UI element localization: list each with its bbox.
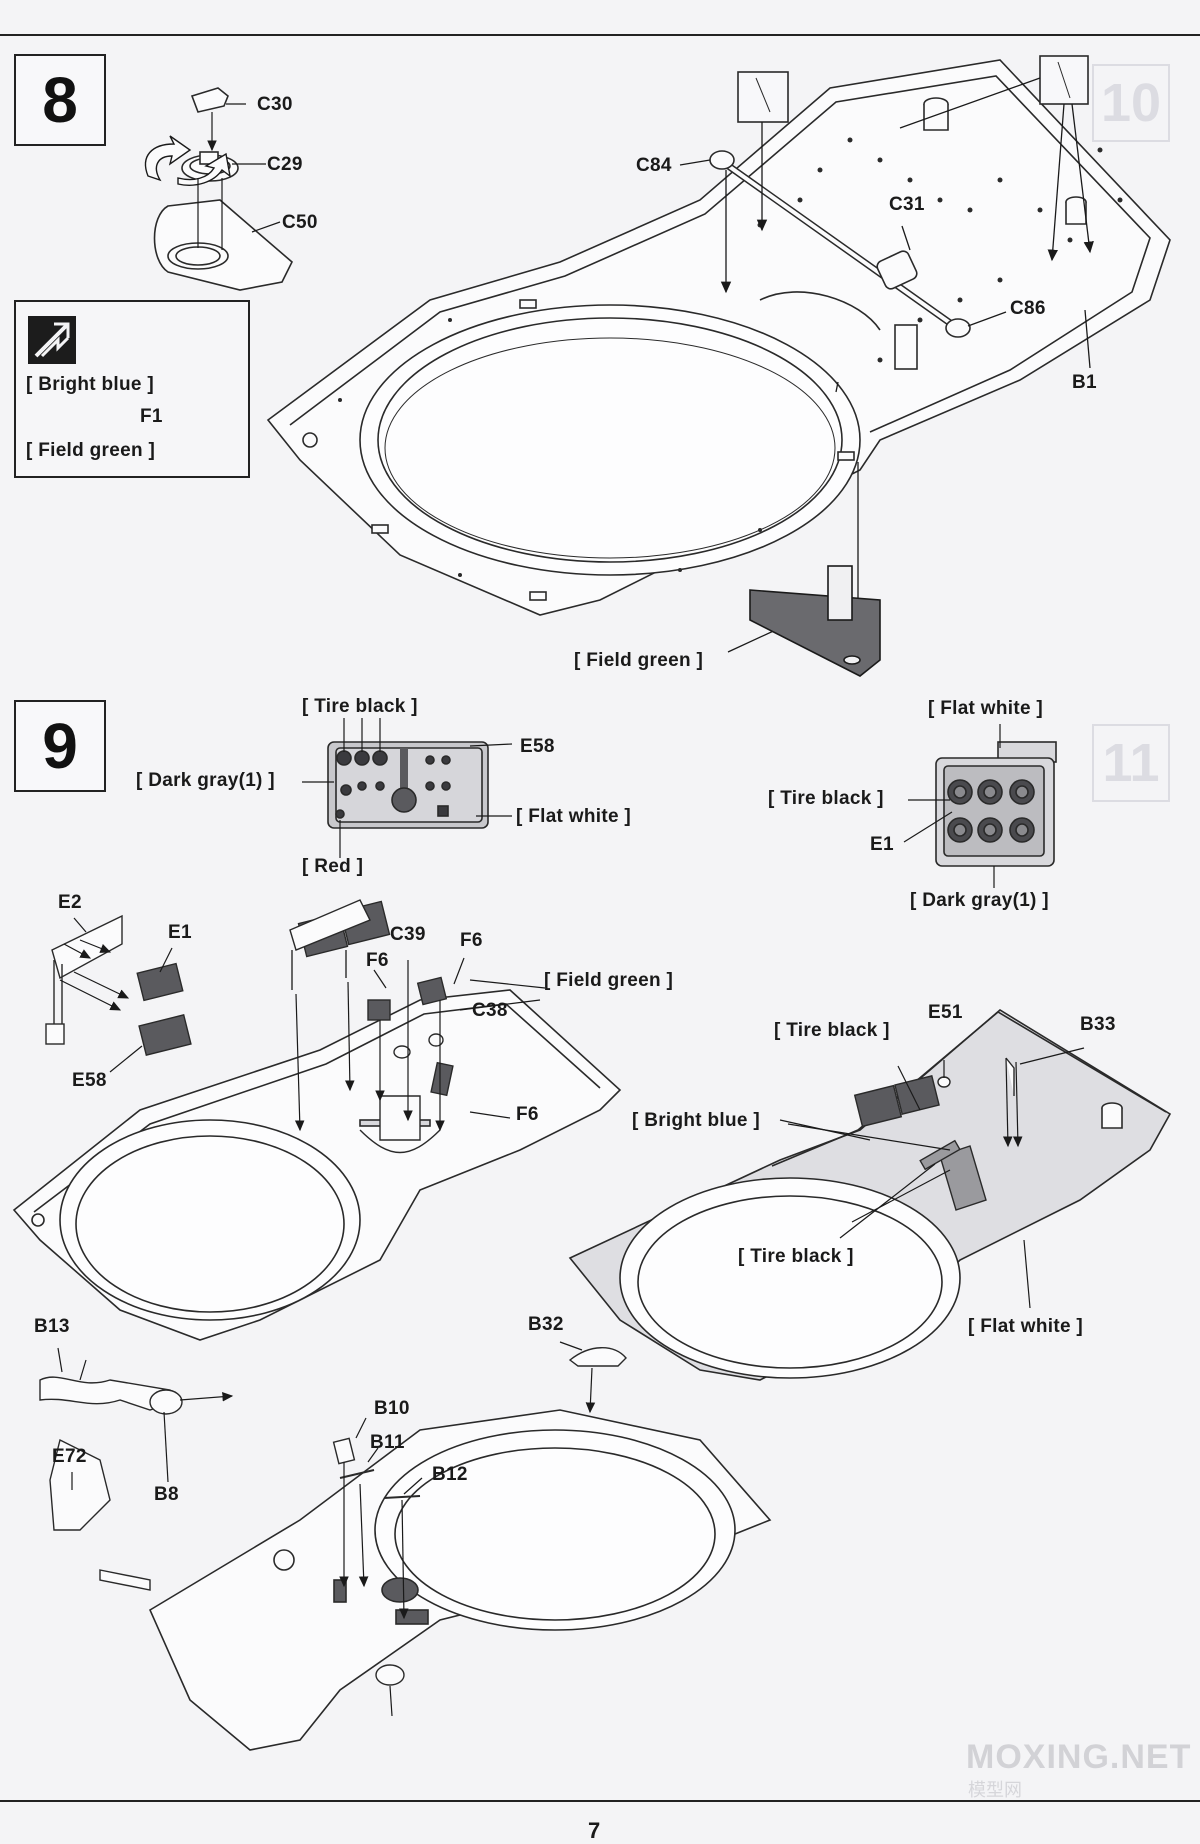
part-label-e1-left: E1 bbox=[168, 922, 192, 943]
light-flat-white-label: [ Flat white ] bbox=[928, 698, 1044, 719]
part-label-f1: F1 bbox=[140, 406, 163, 427]
step-number-8: 8 bbox=[14, 54, 106, 146]
step9-panel-leaders bbox=[302, 718, 513, 858]
bottom-rule bbox=[0, 1800, 1200, 1802]
part-label-c29: C29 bbox=[267, 154, 303, 175]
watermark-text: MOXING.NET bbox=[966, 1738, 1192, 1776]
part-label-c86: C86 bbox=[1010, 298, 1046, 319]
rotation-arrow-icon bbox=[144, 135, 232, 186]
right-tire-black-top-label: [ Tire black ] bbox=[774, 1020, 890, 1041]
step9-instrument-panel bbox=[327, 741, 489, 829]
panel-red-label: [ Red ] bbox=[302, 856, 364, 877]
part-label-b12: B12 bbox=[432, 1464, 468, 1485]
part-label-e2: E2 bbox=[58, 892, 82, 913]
top-rule bbox=[0, 34, 1200, 36]
part-label-b13: B13 bbox=[34, 1316, 70, 1337]
part-label-c31: C31 bbox=[889, 194, 925, 215]
part-label-e72: E72 bbox=[52, 1446, 87, 1467]
step8-column bbox=[923, 97, 1087, 225]
watermark-subtext: 模型网 bbox=[968, 1780, 1022, 1800]
part-label-b1: B1 bbox=[1072, 372, 1097, 393]
step9-light-unit bbox=[935, 741, 1057, 867]
step8-paint-legend: [ Bright blue ] F1 [ Field green ] bbox=[14, 300, 250, 478]
step8-base-plate bbox=[749, 565, 881, 677]
step9-left-guides bbox=[59, 917, 546, 1132]
part-label-b10: B10 bbox=[374, 1398, 410, 1419]
left-field-green-label: [ Field green ] bbox=[544, 970, 674, 991]
part-label-e51: E51 bbox=[928, 1002, 963, 1023]
light-dark-gray-label: [ Dark gray(1) ] bbox=[910, 890, 1049, 911]
part-label-f6-top: F6 bbox=[460, 930, 483, 951]
panel-dark-gray-label: [ Dark gray(1) ] bbox=[136, 770, 275, 791]
part-label-c84: C84 bbox=[636, 155, 672, 176]
part-label-b33: B33 bbox=[1080, 1014, 1116, 1035]
part-label-f6-left: F6 bbox=[366, 950, 389, 971]
legend-field-green: [ Field green ] bbox=[26, 440, 156, 461]
light-tire-black-label: [ Tire black ] bbox=[768, 788, 884, 809]
ghost-step-box-11: 11 bbox=[1092, 724, 1170, 802]
step9-right-guides bbox=[779, 1047, 1085, 1309]
step8-detail-insets bbox=[737, 55, 1089, 123]
part-label-c50: C50 bbox=[282, 212, 318, 233]
photo-etch-icon bbox=[28, 316, 76, 364]
panel-flat-white-label: [ Flat white ] bbox=[516, 806, 632, 827]
part-label-c30: C30 bbox=[257, 94, 293, 115]
part-label-f6-bottom: F6 bbox=[516, 1104, 539, 1125]
page-number: 7 bbox=[588, 1818, 601, 1843]
step8-hull-plate bbox=[266, 59, 1171, 616]
step9-light-leaders bbox=[903, 724, 1001, 888]
step9-bottom-guides bbox=[57, 1341, 596, 1717]
part-label-e1-light: E1 bbox=[870, 834, 894, 855]
part-label-b32: B32 bbox=[528, 1314, 564, 1335]
step9-bottom-hull-plate bbox=[148, 1409, 772, 1751]
part-label-c38: C38 bbox=[472, 1000, 508, 1021]
part-label-c39: C39 bbox=[390, 924, 426, 945]
panel-tire-black-label: [ Tire black ] bbox=[302, 696, 418, 717]
ghost-step-box-10: 10 bbox=[1092, 64, 1170, 142]
step9-right-parts bbox=[853, 1057, 1015, 1211]
right-bright-blue-label: [ Bright blue ] bbox=[632, 1110, 760, 1131]
right-tire-black-bottom-label: [ Tire black ] bbox=[738, 1246, 854, 1267]
step8-c84-rod bbox=[709, 150, 971, 370]
step9-left-parts bbox=[45, 899, 454, 1154]
part-label-e58-panel: E58 bbox=[520, 736, 555, 757]
step9-bottom-parts bbox=[39, 1347, 627, 1686]
right-flat-white-label: [ Flat white ] bbox=[968, 1316, 1084, 1337]
step9-left-hull-plate bbox=[12, 989, 622, 1341]
step-number-9: 9 bbox=[14, 700, 106, 792]
paint-label-field-green-base: [ Field green ] bbox=[574, 650, 704, 671]
step9-right-hull-plate bbox=[568, 1009, 1172, 1381]
part-label-b8: B8 bbox=[154, 1484, 179, 1505]
legend-bright-blue: [ Bright blue ] bbox=[26, 374, 154, 395]
part-label-b11: B11 bbox=[370, 1432, 405, 1453]
part-label-e58-left: E58 bbox=[72, 1070, 107, 1091]
